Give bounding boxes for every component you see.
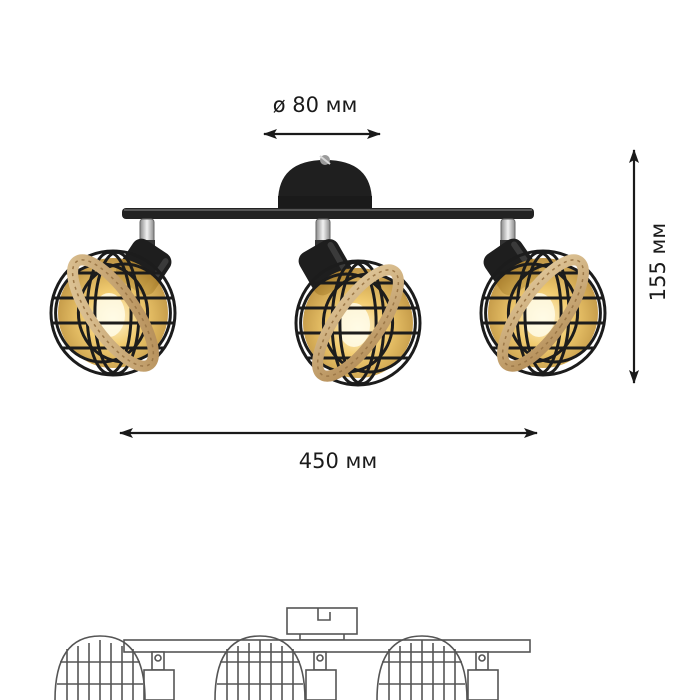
line-spot-1 <box>54 635 175 700</box>
diameter-label: ø 80 мм <box>273 93 358 117</box>
rope-ring <box>497 254 589 372</box>
bulb <box>523 293 555 337</box>
diameter-dimension: ø 80 мм <box>263 93 381 139</box>
bulb <box>338 303 370 347</box>
spotlight-2 <box>294 218 422 387</box>
height-dimension: 155 мм <box>629 149 670 384</box>
rope-ring <box>67 254 159 372</box>
line-drawing-canopy <box>286 607 358 641</box>
line-drawing-bar <box>123 639 531 653</box>
mounting-bar <box>122 208 534 219</box>
width-label: 450 мм <box>299 449 377 473</box>
rope-ring <box>312 264 404 382</box>
line-spot-2 <box>214 635 337 700</box>
line-drawing <box>54 607 531 700</box>
ceiling-canopy <box>278 155 372 210</box>
width-dimension: 450 мм <box>119 428 538 473</box>
spotlight-1 <box>49 218 177 377</box>
lamp-product-image <box>49 155 607 387</box>
line-spot-3 <box>376 635 499 700</box>
height-label: 155 мм <box>646 223 670 301</box>
spotlight-3 <box>479 218 607 377</box>
